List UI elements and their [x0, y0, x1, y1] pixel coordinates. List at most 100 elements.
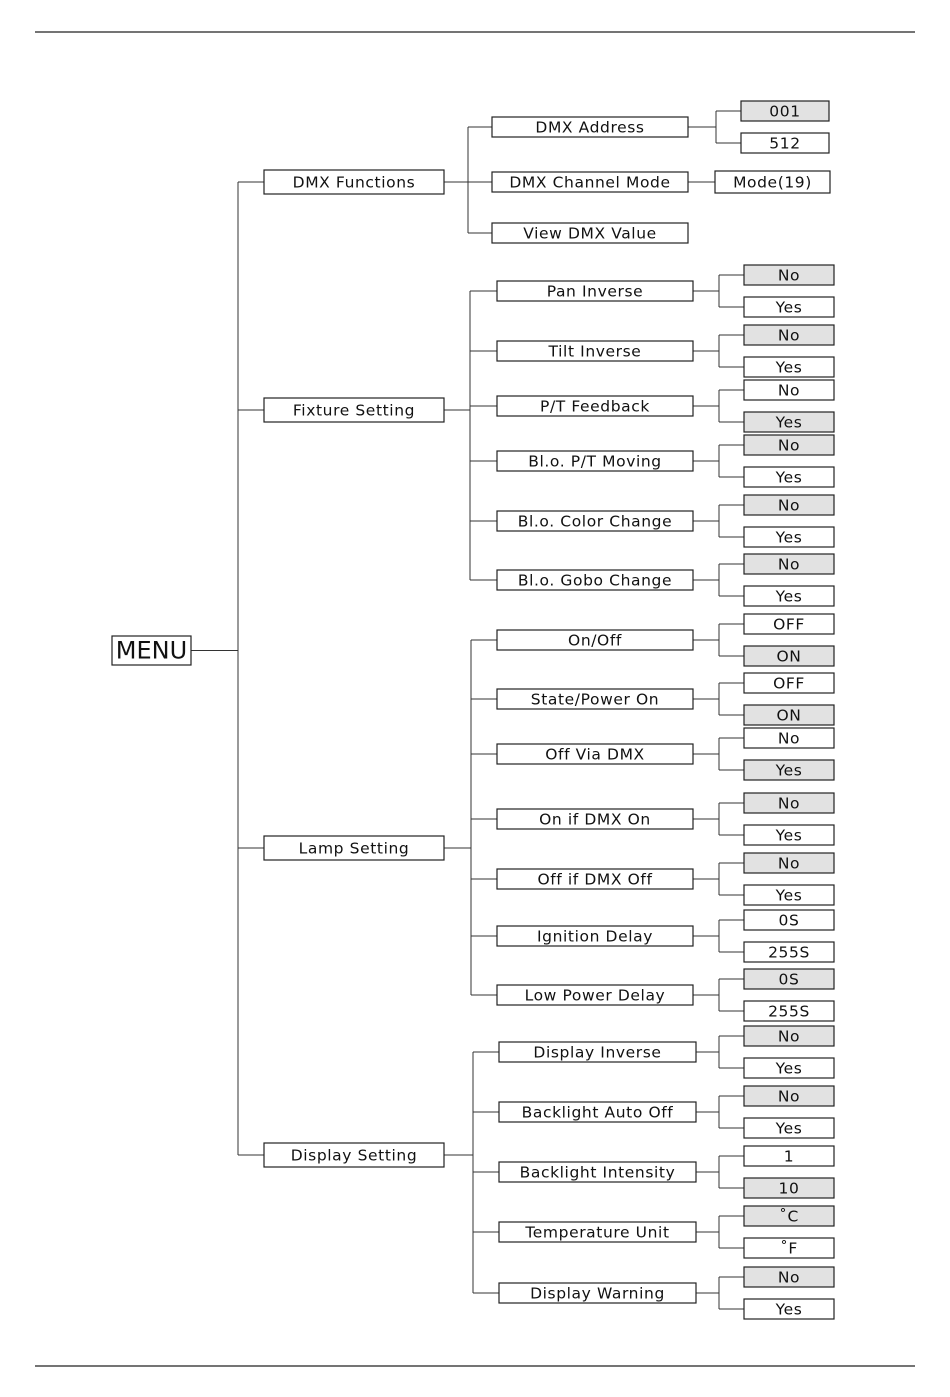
item-ignition-delay-option-1[interactable]: 255S — [743, 941, 835, 963]
item-tilt-inverse-option-1[interactable]: Yes — [743, 356, 835, 378]
item-pan-inverse-option-1[interactable]: Yes — [743, 296, 835, 318]
item-p-t-feedback-option-0-box — [743, 379, 835, 401]
section-lamp-setting[interactable]: Lamp Setting — [263, 835, 445, 861]
item-dmx-address-label: DMX Address — [535, 119, 644, 137]
item-p-t-feedback-option-0[interactable]: No — [743, 379, 835, 401]
item-display-inverse[interactable]: Display Inverse — [498, 1041, 697, 1063]
item-state-power-on-option-0-box — [743, 672, 835, 694]
item-backlight-auto-off-option-0-box — [743, 1085, 835, 1107]
section-fixture-setting[interactable]: Fixture Setting — [263, 397, 445, 423]
item-off-via-dmx-option-1[interactable]: Yes — [743, 759, 835, 781]
item-display-inverse-label: Display Inverse — [533, 1044, 661, 1062]
section-dmx-functions-box — [263, 169, 445, 195]
item-dmx-address-option-0[interactable]: 001 — [740, 100, 830, 122]
item-bl-o-p-t-moving-option-1-label: Yes — [775, 469, 803, 487]
item-dmx-channel-mode-option-0-box — [714, 170, 831, 194]
item-off-if-dmx-off[interactable]: Off if DMX Off — [496, 868, 694, 890]
item-bl-o-p-t-moving[interactable]: Bl.o. P/T Moving — [496, 450, 694, 472]
item-dmx-address-option-1[interactable]: 512 — [740, 132, 830, 154]
item-pan-inverse-box — [496, 280, 694, 302]
item-low-power-delay[interactable]: Low Power Delay — [496, 984, 694, 1006]
menu-root[interactable]: MENU — [111, 635, 192, 666]
item-on-off-option-1-label: ON — [777, 648, 802, 666]
section-display-setting[interactable]: Display Setting — [263, 1142, 445, 1168]
item-temperature-unit[interactable]: Temperature Unit — [498, 1221, 697, 1243]
item-state-power-on-box — [496, 688, 694, 710]
item-off-if-dmx-off-option-1[interactable]: Yes — [743, 884, 835, 906]
item-tilt-inverse-option-1-label: Yes — [775, 359, 803, 377]
item-state-power-on[interactable]: State/Power On — [496, 688, 694, 710]
item-display-warning-option-0[interactable]: No — [743, 1266, 835, 1288]
item-on-off-option-0-label: OFF — [773, 616, 805, 634]
item-on-off-box — [496, 629, 694, 651]
item-temperature-unit-option-1[interactable]: ˚F — [743, 1237, 835, 1259]
item-off-via-dmx-label: Off Via DMX — [545, 746, 645, 764]
item-display-warning[interactable]: Display Warning — [498, 1282, 697, 1304]
item-dmx-address-option-0-label: 001 — [769, 103, 800, 121]
item-display-inverse-box — [498, 1041, 697, 1063]
item-ignition-delay-option-0-box — [743, 909, 835, 931]
item-pan-inverse-option-1-box — [743, 296, 835, 318]
item-display-inverse-option-1[interactable]: Yes — [743, 1057, 835, 1079]
item-state-power-on-option-1[interactable]: ON — [743, 704, 835, 726]
item-ignition-delay-option-0[interactable]: 0S — [743, 909, 835, 931]
item-off-if-dmx-off-box — [496, 868, 694, 890]
item-temperature-unit-option-0[interactable]: ˚C — [743, 1205, 835, 1227]
item-on-if-dmx-on-option-1-label: Yes — [775, 827, 803, 845]
item-backlight-intensity-option-1[interactable]: 10 — [743, 1177, 835, 1199]
item-off-via-dmx-option-1-label: Yes — [775, 762, 803, 780]
item-bl-o-gobo-change-option-0-label: No — [778, 556, 800, 574]
item-low-power-delay-option-0[interactable]: 0S — [743, 968, 835, 990]
item-display-warning-option-0-label: No — [778, 1269, 800, 1287]
item-ignition-delay[interactable]: Ignition Delay — [496, 925, 694, 947]
item-bl-o-gobo-change-option-0-box — [743, 553, 835, 575]
item-on-if-dmx-on[interactable]: On if DMX On — [496, 808, 694, 830]
item-on-off-option-1[interactable]: ON — [743, 645, 835, 667]
item-backlight-intensity[interactable]: Backlight Intensity — [498, 1161, 697, 1183]
item-tilt-inverse-option-0[interactable]: No — [743, 324, 835, 346]
item-bl-o-gobo-change[interactable]: Bl.o. Gobo Change — [496, 569, 694, 591]
item-state-power-on-option-0[interactable]: OFF — [743, 672, 835, 694]
item-display-warning-option-1[interactable]: Yes — [743, 1298, 835, 1320]
item-p-t-feedback[interactable]: P/T Feedback — [496, 395, 694, 417]
item-bl-o-p-t-moving-option-1[interactable]: Yes — [743, 466, 835, 488]
item-bl-o-p-t-moving-option-0[interactable]: No — [743, 434, 835, 456]
item-on-if-dmx-on-option-0[interactable]: No — [743, 792, 835, 814]
item-dmx-channel-mode[interactable]: DMX Channel Mode — [491, 171, 689, 193]
item-backlight-auto-off[interactable]: Backlight Auto Off — [498, 1101, 697, 1123]
item-display-inverse-option-0[interactable]: No — [743, 1025, 835, 1047]
item-pan-inverse[interactable]: Pan Inverse — [496, 280, 694, 302]
item-bl-o-color-change-option-1[interactable]: Yes — [743, 526, 835, 548]
item-dmx-channel-mode-option-0[interactable]: Mode(19) — [714, 170, 831, 194]
item-bl-o-p-t-moving-label: Bl.o. P/T Moving — [528, 453, 662, 471]
item-pan-inverse-option-0[interactable]: No — [743, 264, 835, 286]
item-off-if-dmx-off-option-0[interactable]: No — [743, 852, 835, 874]
item-bl-o-gobo-change-option-1[interactable]: Yes — [743, 585, 835, 607]
item-view-dmx-value-box — [491, 222, 689, 244]
item-off-via-dmx-option-0[interactable]: No — [743, 727, 835, 749]
section-dmx-functions-label: DMX Functions — [293, 174, 416, 192]
item-backlight-auto-off-option-0[interactable]: No — [743, 1085, 835, 1107]
section-display-setting-box — [263, 1142, 445, 1168]
item-on-if-dmx-on-option-1[interactable]: Yes — [743, 824, 835, 846]
item-bl-o-color-change-option-0-label: No — [778, 497, 800, 515]
item-display-warning-label: Display Warning — [530, 1285, 665, 1303]
item-tilt-inverse[interactable]: Tilt Inverse — [496, 340, 694, 362]
item-on-off-option-0[interactable]: OFF — [743, 613, 835, 635]
item-backlight-auto-off-option-1[interactable]: Yes — [743, 1117, 835, 1139]
item-backlight-intensity-option-0[interactable]: 1 — [743, 1145, 835, 1167]
item-on-off[interactable]: On/Off — [496, 629, 694, 651]
item-low-power-delay-option-1[interactable]: 255S — [743, 1000, 835, 1022]
section-dmx-functions[interactable]: DMX Functions — [263, 169, 445, 195]
item-backlight-auto-off-option-1-box — [743, 1117, 835, 1139]
item-off-via-dmx[interactable]: Off Via DMX — [496, 743, 694, 765]
item-bl-o-gobo-change-option-0[interactable]: No — [743, 553, 835, 575]
item-bl-o-p-t-moving-option-0-label: No — [778, 437, 800, 455]
item-p-t-feedback-option-1[interactable]: Yes — [743, 411, 835, 433]
item-bl-o-color-change-option-0[interactable]: No — [743, 494, 835, 516]
item-on-off-option-0-box — [743, 613, 835, 635]
item-bl-o-color-change[interactable]: Bl.o. Color Change — [496, 510, 694, 532]
item-view-dmx-value[interactable]: View DMX Value — [491, 222, 689, 244]
item-dmx-address[interactable]: DMX Address — [491, 116, 689, 138]
